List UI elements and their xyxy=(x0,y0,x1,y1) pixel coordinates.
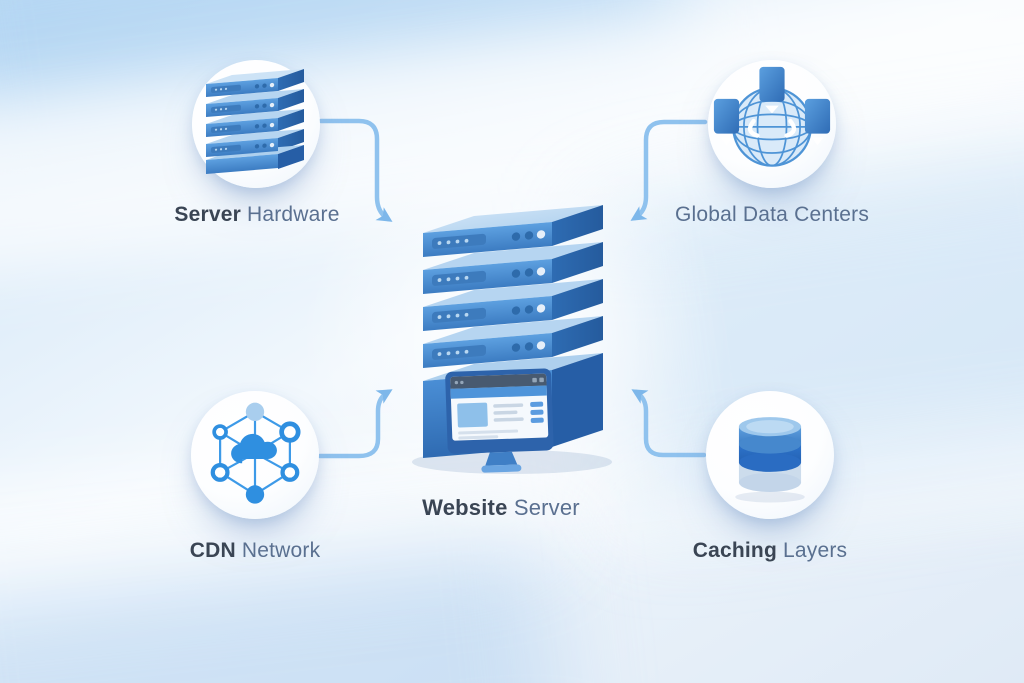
cdn-network-node xyxy=(191,391,319,519)
cdn-network-label: CDN Network xyxy=(190,539,321,563)
caching-layers-label: Caching Layers xyxy=(693,539,848,563)
global-data-centers-node xyxy=(708,60,836,188)
website-server-label: Website Server xyxy=(422,495,580,521)
label-regular: Layers xyxy=(776,539,848,562)
label-regular: Hardware xyxy=(240,203,340,226)
label-bold: CDN xyxy=(189,539,236,562)
monitor xyxy=(445,368,554,473)
server-hardware-node xyxy=(192,60,320,188)
label-regular: Server xyxy=(507,495,580,520)
server-tower-monitor-illustration xyxy=(412,205,612,474)
label-bold: Server xyxy=(174,203,241,226)
globe-datacenters-icon xyxy=(713,66,831,167)
cdn-mesh-cloud-icon xyxy=(210,402,301,504)
label-bold: Caching xyxy=(692,539,777,562)
caching-layers-node xyxy=(706,391,834,519)
arrow-cdn-network-to-server xyxy=(317,389,393,459)
website-server-node xyxy=(412,200,617,483)
background-wave xyxy=(0,0,687,160)
label-regular: Network xyxy=(235,539,321,562)
server-stack-icon xyxy=(206,69,304,175)
label-bold: Website xyxy=(422,495,508,520)
database-cylinder-icon xyxy=(735,417,805,503)
server-hardware-label: Server Hardware xyxy=(174,203,339,227)
global-data-centers-label: Global Data Centers xyxy=(675,203,869,227)
arrow-caching-layers-to-server xyxy=(631,389,707,458)
data-center-boxes xyxy=(713,66,831,146)
label-regular: Global Data Centers xyxy=(674,203,870,226)
